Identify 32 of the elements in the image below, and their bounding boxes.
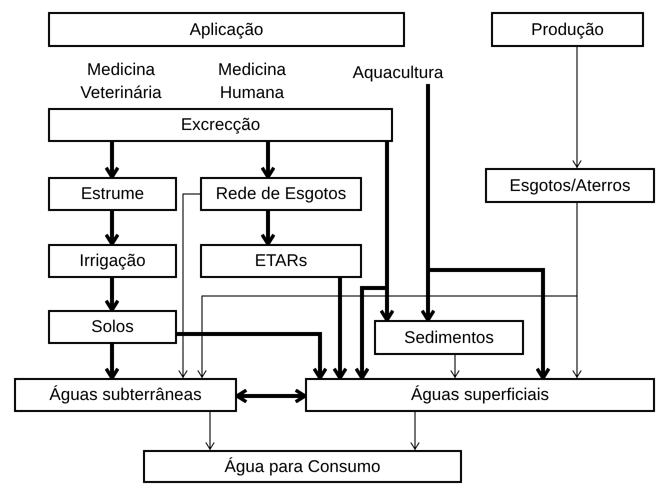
node-label: Aquacultura [352,62,444,84]
process-box: Produção [491,12,644,47]
process-box: Esgotos/Aterros [485,168,655,203]
process-box: Estrume [48,177,177,211]
process-box: Solos [48,310,177,344]
process-box: ETARs [200,244,362,278]
arrow [410,412,420,450]
process-box: Águas superficiais [305,378,655,412]
process-box: Rede de Esgotos [200,177,362,211]
process-box: Água para Consumo [143,450,462,483]
arrow [177,332,328,380]
arrow [260,211,276,246]
arrow [332,278,348,380]
arrow [104,344,120,380]
process-box: Sedimentos [374,320,524,355]
arrow [426,84,551,380]
process-box: Excrecção [48,108,393,142]
arrow [260,142,276,179]
arrow [450,354,460,378]
arrow [104,278,120,312]
arrow [205,412,215,450]
arrow [104,211,120,246]
arrow [572,46,582,168]
process-box: Aplicação [48,12,405,47]
arrow [178,194,200,378]
category-label: Medicina Humana [216,59,288,104]
category-label: Medicina Veterinária [79,59,163,104]
process-box: Irrigação [48,244,177,278]
arrow [235,388,307,404]
arrow [354,142,389,380]
arrow [104,142,120,179]
process-box: Águas subterrâneas [14,378,237,412]
